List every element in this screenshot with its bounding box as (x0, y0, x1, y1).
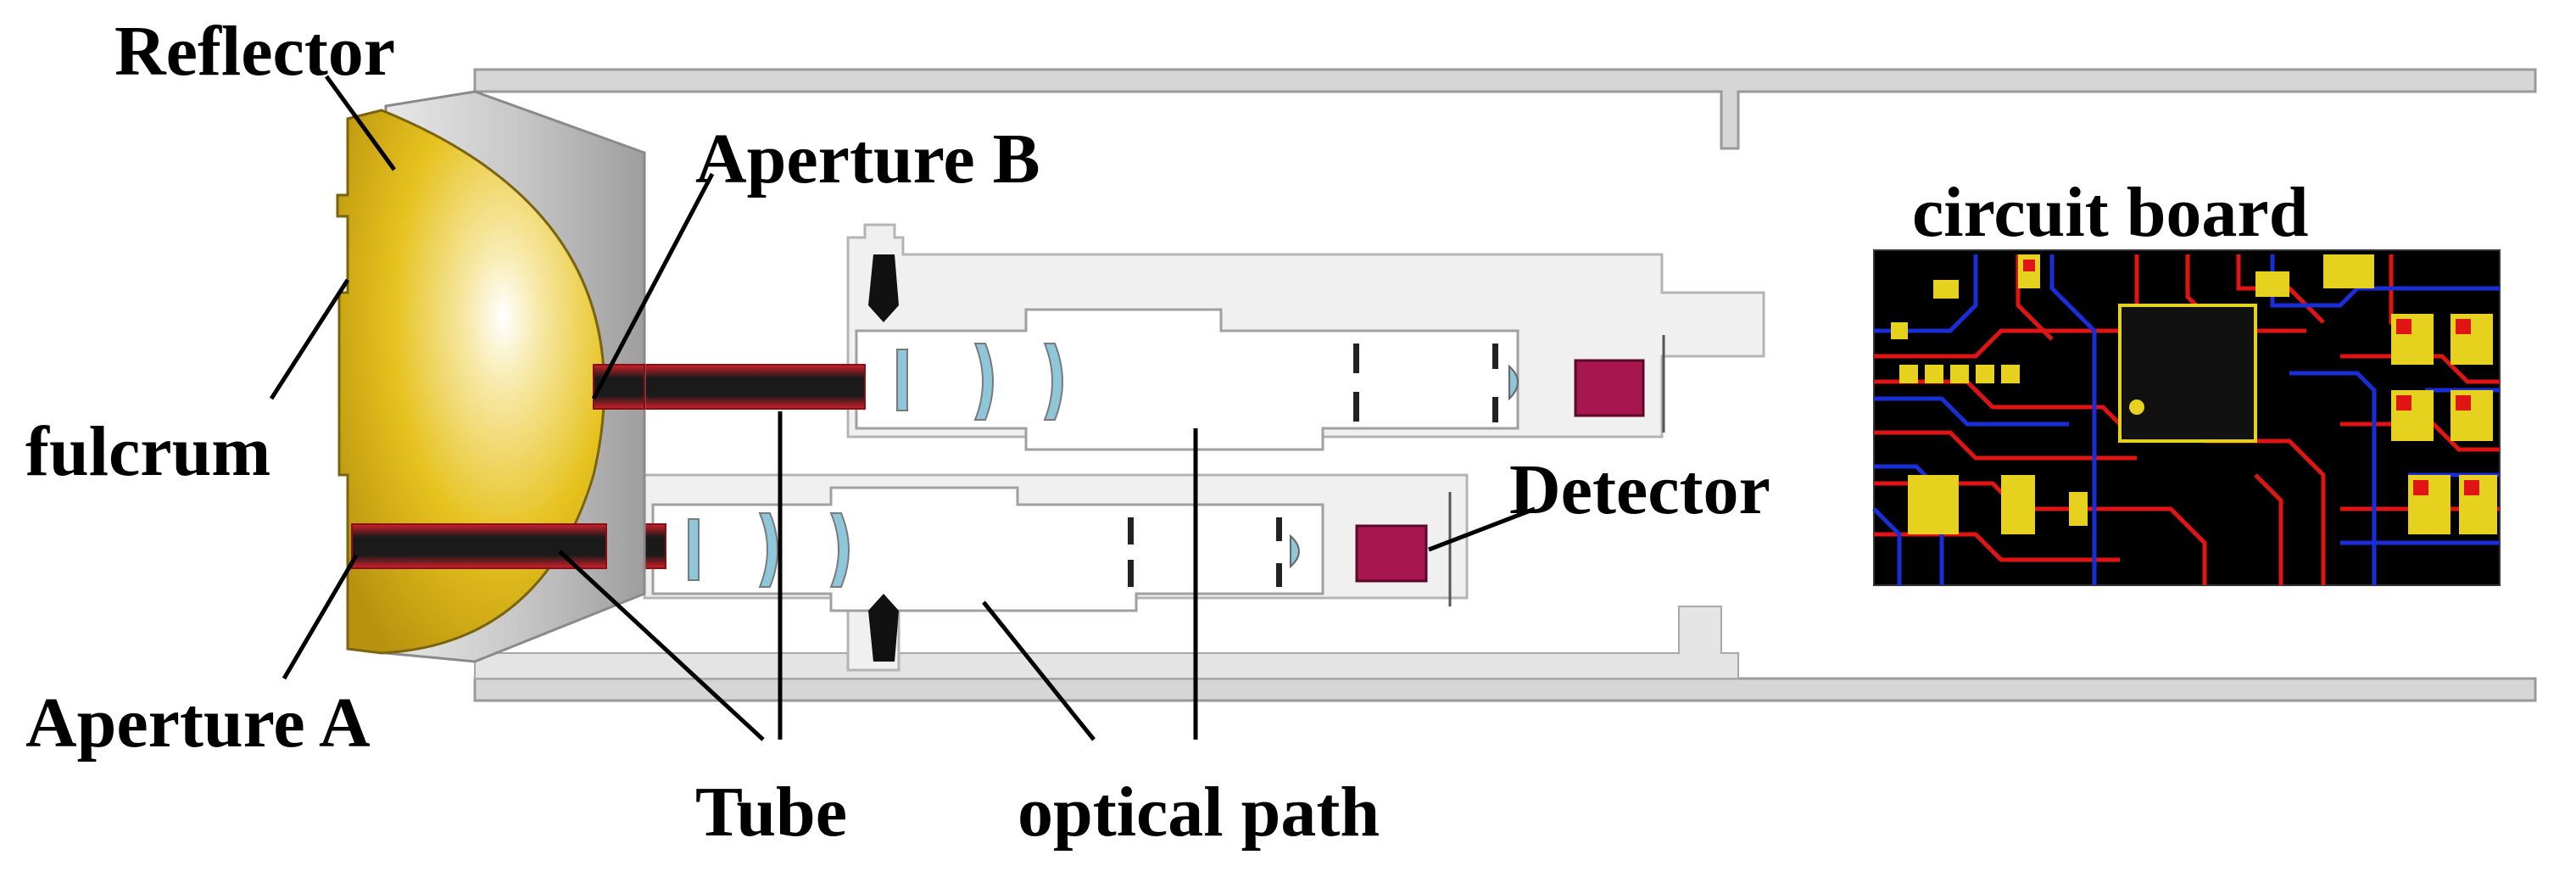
inner-optical-housing (643, 223, 1765, 672)
circuit-board (1872, 249, 2501, 586)
detector-upper (1574, 359, 1645, 417)
label-aperture-a: Aperture A (25, 684, 371, 762)
outer-housing (473, 68, 2537, 702)
label-optical-path: optical path (1018, 773, 1380, 852)
label-aperture-b: Aperture B (695, 120, 1040, 198)
upper-lens-group (896, 343, 1519, 422)
reflector-assembly (336, 90, 646, 663)
label-reflector: Reflector (114, 12, 395, 91)
reflector-dome (336, 109, 605, 655)
label-detector: Detector (1509, 450, 1770, 529)
leader-lines (269, 75, 1536, 741)
label-tube: Tube (695, 773, 847, 852)
detector-lower (1355, 524, 1428, 583)
detectors (1355, 335, 1665, 606)
lower-lens-group (688, 512, 1300, 588)
label-fulcrum: fulcrum (25, 412, 270, 491)
labels: Reflector Aperture B fulcrum Aperture A … (25, 12, 2308, 852)
label-circuit-board: circuit board (1912, 173, 2308, 252)
